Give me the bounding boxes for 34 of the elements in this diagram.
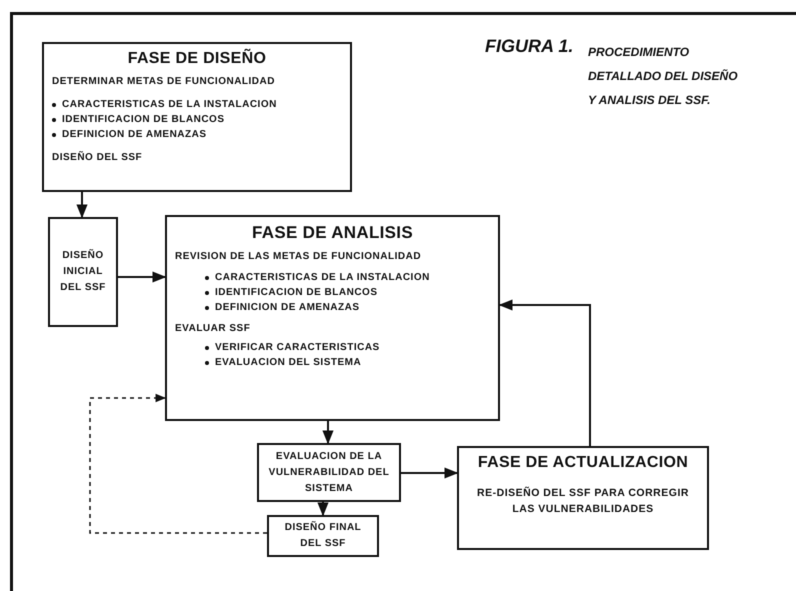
bullet-item: DEFINICION DE AMENAZAS bbox=[215, 301, 360, 315]
bullet-item: EVALUACION DEL SISTEMA bbox=[215, 356, 362, 370]
bullet-item: DEFINICION DE AMENAZAS bbox=[62, 128, 207, 142]
section-text: DISEÑO DEL SSF bbox=[52, 150, 144, 165]
body-text: RE-DISEÑO DEL SSF PARA CORREGIR LAS VULNERABILIDADES bbox=[476, 486, 690, 517]
section-text: EVALUAR SSF bbox=[175, 322, 252, 336]
arrow bbox=[322, 421, 334, 444]
box-label: EVALUACION DE LA VULNERABILIDAD DEL SISTEMA bbox=[268, 450, 390, 496]
bullet-item: IDENTIFICACION DE BLANCOS bbox=[62, 113, 224, 127]
arrow bbox=[317, 502, 329, 516]
figure-title: FIGURA 1. bbox=[485, 36, 574, 57]
process-box bbox=[165, 215, 500, 421]
process-box bbox=[267, 515, 379, 557]
arrow bbox=[401, 467, 458, 479]
bullet-item: VERIFICAR CARACTERISTICAS bbox=[215, 341, 380, 355]
box-label: DISEÑO INICIAL DEL SSF bbox=[59, 248, 107, 295]
process-box bbox=[42, 42, 352, 192]
box-label: DISEÑO FINAL DEL SSF bbox=[284, 520, 362, 551]
figure-caption: PROCEDIMIENTO DETALLADO DEL DISEÑO Y ANALISIS DEL SSF. bbox=[588, 44, 739, 109]
process-box bbox=[457, 446, 709, 550]
arrow bbox=[89, 394, 267, 534]
arrow bbox=[118, 271, 166, 283]
phase-heading: FASE DE ANALISIS bbox=[251, 223, 414, 243]
section-text: DETERMINAR METAS DE FUNCIONALIDAD bbox=[52, 75, 276, 89]
process-box bbox=[48, 217, 118, 327]
process-box bbox=[257, 443, 401, 502]
phase-heading: FASE DE ACTUALIZACION bbox=[476, 454, 690, 472]
bullet-item: IDENTIFICACION DE BLANCOS bbox=[215, 286, 378, 300]
section-text: REVISION DE LAS METAS DE FUNCIONALIDAD bbox=[175, 250, 422, 264]
bullet-item: CARACTERISTICAS DE LA INSTALACION bbox=[215, 271, 430, 285]
arrow bbox=[76, 192, 88, 218]
arrow bbox=[498, 299, 591, 446]
bullet-item: CARACTERISTICAS DE LA INSTALACION bbox=[62, 98, 277, 112]
phase-heading: FASE DE DISEÑO bbox=[126, 50, 268, 68]
